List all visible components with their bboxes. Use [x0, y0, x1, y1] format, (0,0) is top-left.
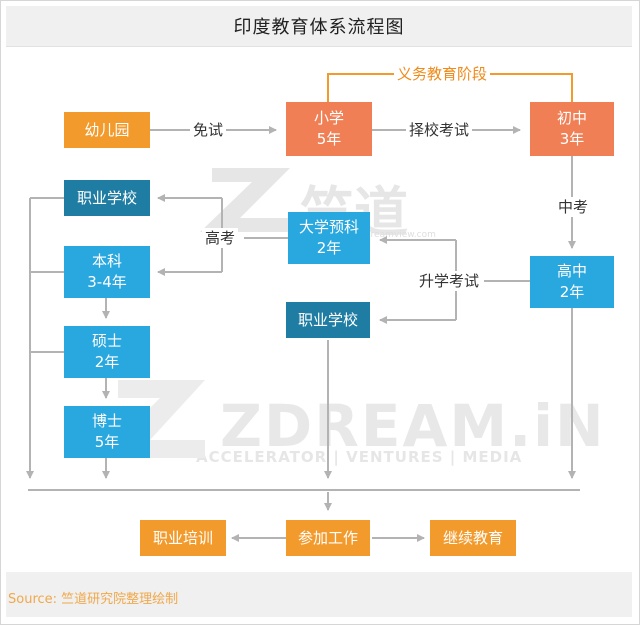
- watermark-url: www.zdreamview.com: [336, 230, 436, 240]
- watermark-brand: ZDREAM.iN: [220, 392, 606, 460]
- footer-bar: Source: 竺道研究院整理绘制: [6, 572, 632, 617]
- node-highschool-name: 高中: [556, 262, 587, 280]
- node-vocational-training: 职业培训: [140, 520, 226, 556]
- node-bachelor-name: 本科: [91, 252, 122, 270]
- node-middle-years: 3年: [559, 130, 585, 148]
- label-entrance-exam: 升学考试: [416, 271, 483, 291]
- node-work: 参加工作: [286, 520, 370, 556]
- label-exam-free: 免试: [190, 120, 227, 140]
- node-voc-center-label: 职业学校: [297, 310, 358, 329]
- node-voc-left-label: 职业学校: [76, 188, 137, 207]
- title-bar: 印度教育体系流程图: [6, 6, 632, 47]
- node-middle-name: 初中: [556, 109, 587, 127]
- node-continuing-edu-label: 继续教育: [442, 528, 503, 547]
- node-phd-years: 5年: [94, 433, 120, 451]
- node-master: 硕士 2年: [64, 326, 150, 378]
- node-primary: 小学 5年: [286, 102, 372, 156]
- node-master-years: 2年: [94, 353, 120, 371]
- node-master-name: 硕士: [91, 332, 122, 350]
- label-zhongkao: 中考: [555, 197, 592, 217]
- node-phd-name: 博士: [91, 412, 122, 430]
- page-title: 印度教育体系流程图: [233, 17, 405, 38]
- node-bachelor: 本科 3-4年: [64, 246, 150, 298]
- node-work-label: 参加工作: [297, 528, 358, 547]
- node-kindergarten: 幼儿园: [64, 112, 150, 148]
- watermark-tagline: ACCELERATOR | VENTURES | MEDIA: [196, 448, 523, 466]
- node-voc-center: 职业学校: [286, 302, 370, 338]
- source-note: Source: 竺道研究院整理绘制: [8, 592, 179, 607]
- node-vocational-training-label: 职业培训: [152, 528, 213, 547]
- node-prep: 大学预科 2年: [288, 212, 370, 264]
- node-highschool: 高中 2年: [530, 256, 614, 308]
- node-prep-name: 大学预科: [298, 218, 359, 236]
- label-school-choice-exam: 择校考试: [406, 120, 473, 140]
- label-gaokao: 高考: [202, 228, 239, 248]
- node-continuing-edu: 继续教育: [430, 520, 516, 556]
- node-highschool-years: 2年: [559, 283, 585, 301]
- node-middle: 初中 3年: [530, 102, 614, 156]
- node-primary-years: 5年: [316, 130, 342, 148]
- node-voc-left: 职业学校: [64, 180, 150, 216]
- node-kindergarten-label: 幼儿园: [84, 120, 130, 139]
- node-prep-years: 2年: [316, 239, 342, 257]
- node-bachelor-years: 3-4年: [87, 273, 127, 291]
- node-phd: 博士 5年: [64, 406, 150, 458]
- label-compulsory: 义务教育阶段: [394, 64, 491, 84]
- node-primary-name: 小学: [313, 109, 344, 127]
